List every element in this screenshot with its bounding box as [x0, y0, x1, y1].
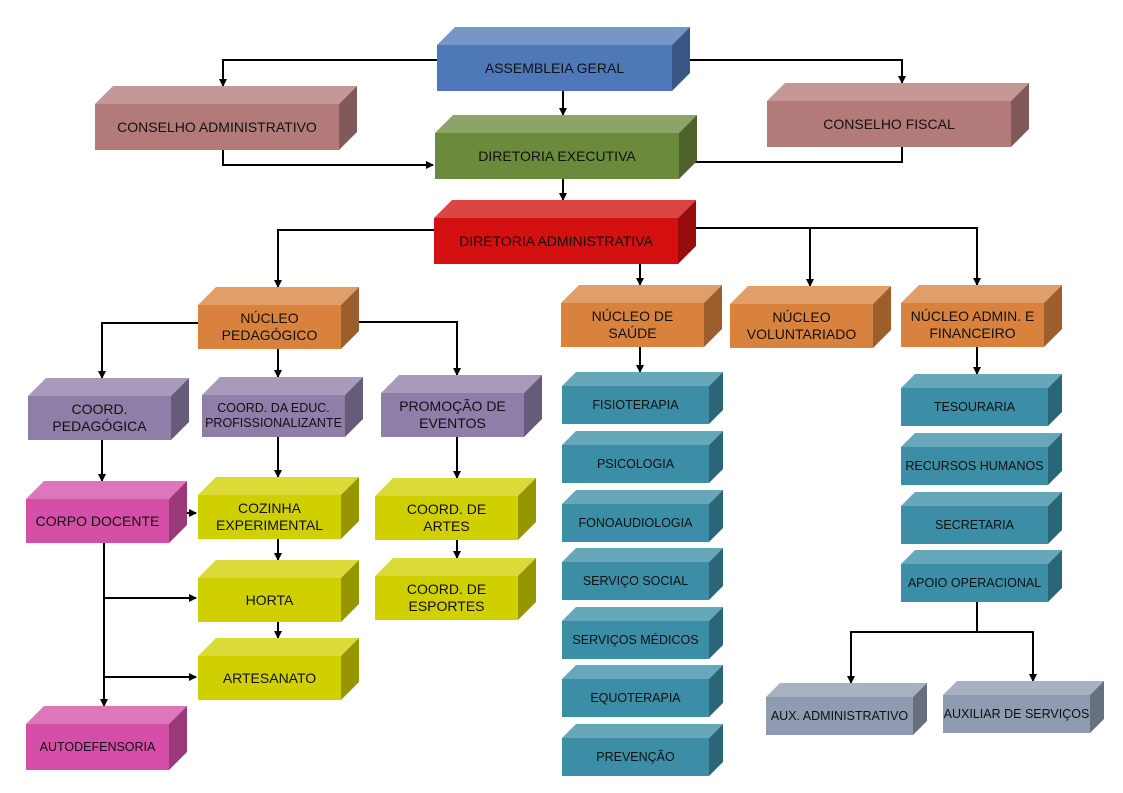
secretaria-box: SECRETARIA: [901, 492, 1062, 544]
coord-pedagogica-box: COORD. PEDAGÓGICA: [28, 378, 189, 440]
connector-diretoria-adm-to-nucleo-pedagogico: [274, 229, 434, 288]
psicologia-box: PSICOLOGIA: [562, 431, 723, 483]
psicologia-label: PSICOLOGIA: [596, 456, 675, 471]
horta-box: HORTA: [198, 560, 359, 622]
nucleo-admin-financeiro-label: NÚCLEO ADMIN. E FINANCEIRO: [910, 308, 1035, 341]
servico-social-label: SERVIÇO SOCIAL: [582, 573, 689, 588]
aux-administrativo-box: AUX. ADMINISTRATIVO: [766, 683, 927, 735]
coord-artes-box: COORD. DE ARTES: [375, 478, 536, 540]
assembleia-geral-box: ASSEMBLEIA GERAL: [437, 27, 690, 91]
fonoaudiologia-box: FONOAUDIOLOGIA: [562, 490, 723, 542]
artesanato-box: ARTESANATO: [198, 638, 359, 700]
horta-label: HORTA: [245, 591, 294, 608]
coord-artes-label: COORD. DE ARTES: [406, 501, 487, 534]
corpo-docente-box: CORPO DOCENTE: [26, 481, 187, 543]
conselho-fiscal-label: CONSELHO FISCAL: [823, 115, 955, 132]
nucleo-saude-box: NÚCLEO DE SAÚDE: [561, 285, 722, 347]
coord-esportes-box: COORD. DE ESPORTES: [375, 558, 536, 620]
autodefensoria-box: AUTODEFENSORIA: [26, 706, 187, 770]
conselho-administrativo-box: CONSELHO ADMINISTRATIVO: [95, 86, 357, 150]
nucleo-pedagogico-label: NÚCLEO PEDAGÓGICO: [221, 310, 318, 343]
prevencao-label: PREVENÇÃO: [596, 749, 675, 764]
promocao-eventos-box: PROMOÇÃO DE EVENTOS: [381, 375, 542, 437]
nucleo-pedagogico-box: NÚCLEO PEDAGÓGICO: [198, 287, 359, 349]
aux-administrativo-label: AUX. ADMINISTRATIVO: [770, 708, 909, 723]
coord-educ-profissionalizante-box: COORD. DA EDUC. PROFISSIONALIZANTE: [202, 377, 363, 437]
nucleo-voluntariado-label: NÚCLEO VOLUNTARIADO: [746, 309, 857, 342]
equoterapia-box: EQUOTERAPIA: [562, 665, 723, 717]
connector-apoio-operacional-to-aux-admin: [847, 602, 978, 684]
recursos-humanos-box: RECURSOS HUMANOS: [901, 433, 1062, 485]
servico-social-box: SERVIÇO SOCIAL: [562, 548, 723, 600]
coord-educ-profissionalizante-label: COORD. DA EDUC. PROFISSIONALIZANTE: [205, 401, 342, 430]
fisioterapia-label: FISIOTERAPIA: [592, 397, 679, 412]
tesouraria-label: TESOURARIA: [933, 399, 1016, 414]
tesouraria-box: TESOURARIA: [901, 374, 1062, 426]
connector-diretoria-adm-to-voluntariado-and-adminfin: [684, 227, 981, 286]
auxiliar-servicos-label: AUXILIAR DE SERVIÇOS: [943, 706, 1090, 721]
auxiliar-servicos-box: AUXILIAR DE SERVIÇOS: [943, 681, 1104, 733]
conselho-administrativo-label: CONSELHO ADMINISTRATIVO: [117, 118, 317, 135]
nucleo-saude-label: NÚCLEO DE SAÚDE: [591, 308, 674, 341]
equoterapia-label: EQUOTERAPIA: [590, 690, 681, 705]
servicos-medicos-label: SERVIÇOS MÉDICOS: [572, 632, 699, 647]
nucleo-admin-financeiro-box: NÚCLEO ADMIN. E FINANCEIRO: [901, 285, 1062, 347]
connector-apoio-operacional-to-auxiliar-servicos: [977, 631, 1037, 682]
assembleia-geral-label: ASSEMBLEIA GERAL: [484, 59, 625, 76]
connector-assembleia-to-conselho-fiscal: [690, 59, 906, 84]
fisioterapia-box: FISIOTERAPIA: [562, 372, 723, 424]
nucleo-voluntariado-box: NÚCLEO VOLUNTARIADO: [730, 286, 891, 348]
diretoria-executiva-box: DIRETORIA EXECUTIVA: [435, 115, 697, 179]
connector-assembleia-to-conselho-adm: [219, 59, 437, 87]
servicos-medicos-box: SERVIÇOS MÉDICOS: [562, 607, 723, 659]
connector-nucleo-pedagogico-to-coord-pedagogica: [98, 322, 198, 379]
conselho-fiscal-box: CONSELHO FISCAL: [767, 83, 1029, 147]
recursos-humanos-label: RECURSOS HUMANOS: [905, 458, 1044, 473]
fonoaudiologia-label: FONOAUDIOLOGIA: [578, 515, 693, 530]
apoio-operacional-box: APOIO OPERACIONAL: [901, 550, 1062, 602]
connector-nucleo-pedagogico-to-promocao-eventos: [341, 321, 461, 376]
coord-pedagogica-label: COORD. PEDAGÓGICA: [52, 401, 147, 434]
artesanato-label: ARTESANATO: [222, 669, 317, 686]
connector-conselho-fiscal-to-diretoria-exec: [683, 147, 903, 166]
diretoria-administrativa-box: DIRETORIA ADMINISTRATIVA: [434, 200, 696, 264]
promocao-eventos-label: PROMOÇÃO DE EVENTOS: [399, 398, 506, 431]
diretoria-executiva-label: DIRETORIA EXECUTIVA: [478, 147, 636, 164]
apoio-operacional-label: APOIO OPERACIONAL: [907, 575, 1042, 590]
connector-conselho-adm-to-diretoria-exec: [222, 150, 434, 169]
corpo-docente-label: CORPO DOCENTE: [35, 512, 160, 529]
diretoria-administrativa-label: DIRETORIA ADMINISTRATIVA: [459, 232, 653, 249]
secretaria-label: SECRETARIA: [935, 517, 1014, 532]
cozinha-experimental-label: COZINHA EXPERIMENTAL: [215, 500, 324, 533]
autodefensoria-label: AUTODEFENSORIA: [39, 739, 156, 754]
cozinha-experimental-box: COZINHA EXPERIMENTAL: [198, 477, 359, 539]
prevencao-box: PREVENÇÃO: [562, 724, 723, 776]
coord-esportes-label: COORD. DE ESPORTES: [406, 581, 487, 614]
